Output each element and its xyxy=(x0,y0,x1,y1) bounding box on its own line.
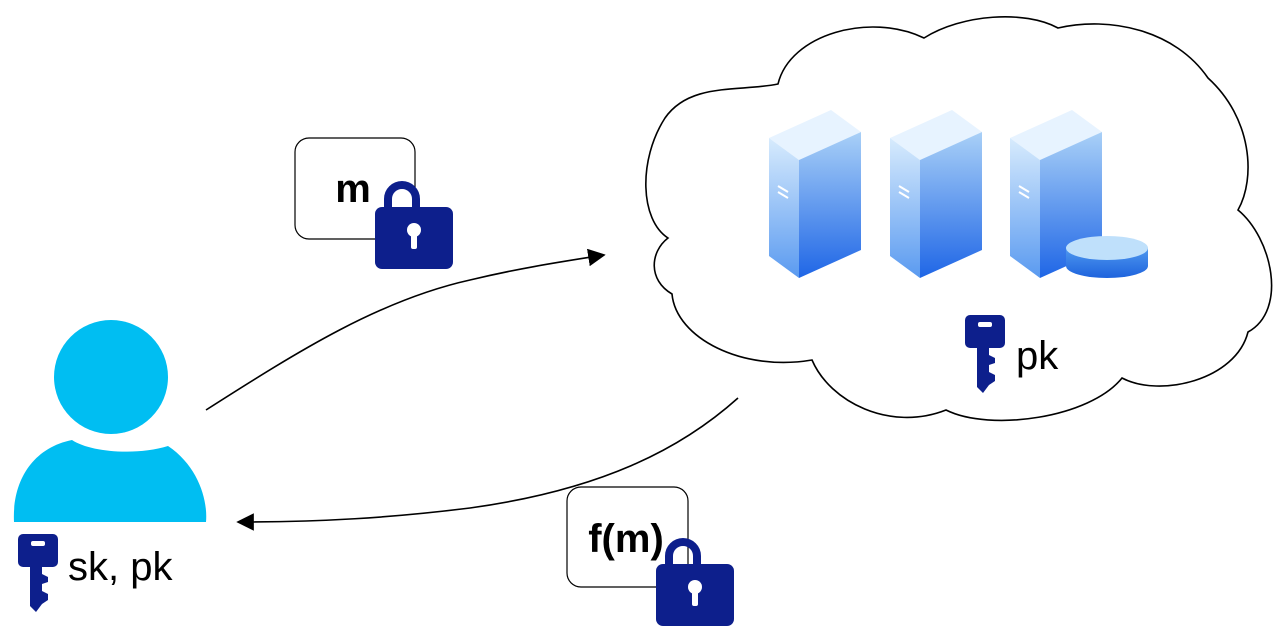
result-label: f(m) xyxy=(588,517,664,561)
incoming-arrow xyxy=(236,397,739,531)
lock-icon xyxy=(375,185,453,269)
user-icon xyxy=(13,320,207,522)
outgoing-arrow xyxy=(205,248,606,411)
cloud-key-label: pk xyxy=(1016,334,1059,378)
server-icon xyxy=(889,109,983,279)
key-icon xyxy=(18,534,58,612)
lock-icon xyxy=(656,542,734,626)
result-box xyxy=(566,486,689,588)
message-label: m xyxy=(335,167,371,211)
user-keys-label: sk, pk xyxy=(68,545,173,589)
database-icon xyxy=(1066,236,1148,278)
server-icon xyxy=(768,109,862,279)
